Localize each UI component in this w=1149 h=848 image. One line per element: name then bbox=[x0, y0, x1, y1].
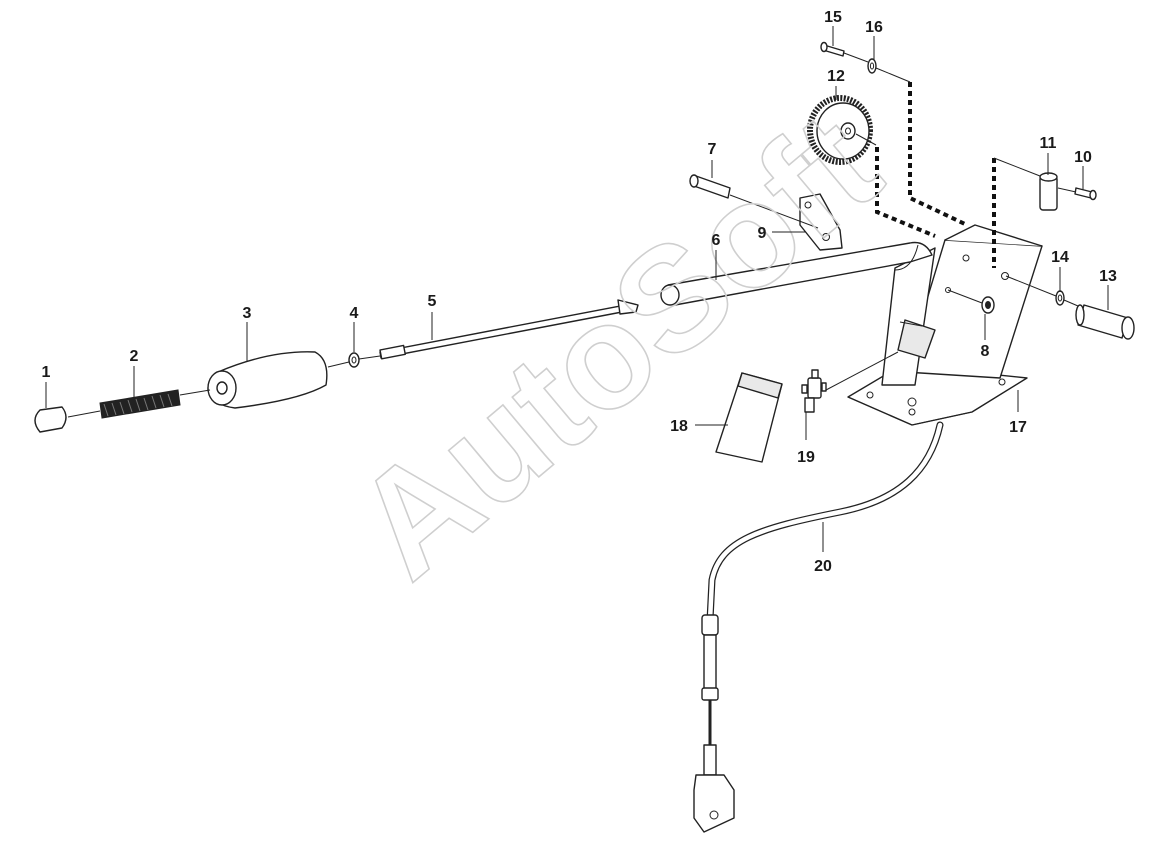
part-13-pin bbox=[1075, 304, 1135, 340]
callout-2: 2 bbox=[130, 348, 139, 365]
part-3-grip bbox=[207, 351, 328, 409]
callout-6: 6 bbox=[712, 232, 721, 249]
callout-8: 8 bbox=[981, 343, 990, 360]
part-10-bolt bbox=[1074, 187, 1097, 201]
callout-14: 14 bbox=[1051, 249, 1069, 266]
part-2-spring bbox=[99, 389, 181, 419]
callout-10: 10 bbox=[1074, 149, 1092, 166]
part-19-switch bbox=[801, 369, 827, 413]
callout-20: 20 bbox=[814, 558, 832, 575]
part-15-screw bbox=[820, 41, 845, 57]
callout-19: 19 bbox=[797, 449, 815, 466]
part-7-pin bbox=[689, 174, 731, 199]
part-14-washer bbox=[1055, 290, 1065, 306]
part-1-cap bbox=[34, 406, 67, 433]
callout-7: 7 bbox=[708, 141, 717, 158]
part-17-bracket bbox=[847, 224, 1043, 426]
callout-17: 17 bbox=[1009, 419, 1027, 436]
callout-5: 5 bbox=[428, 293, 437, 310]
callout-11: 11 bbox=[1040, 135, 1057, 152]
assembly-lines bbox=[67, 52, 1079, 418]
part-12-gear bbox=[807, 95, 873, 165]
callout-4: 4 bbox=[350, 305, 359, 322]
callout-15: 15 bbox=[824, 9, 842, 26]
part-16-washer bbox=[867, 58, 877, 74]
part-5-rod bbox=[379, 299, 639, 360]
callout-16: 16 bbox=[865, 19, 883, 36]
callout-3: 3 bbox=[243, 305, 252, 322]
callout-13: 13 bbox=[1099, 268, 1117, 285]
callout-1: 1 bbox=[42, 364, 51, 381]
part-20-cable bbox=[693, 421, 944, 833]
callout-18: 18 bbox=[670, 418, 688, 435]
part-4-washer bbox=[348, 352, 360, 368]
part-18-pad bbox=[715, 372, 783, 463]
part-9-plate bbox=[799, 193, 843, 251]
part-11-pin bbox=[1039, 172, 1058, 211]
callout-labels: 1 2 3 4 5 6 7 8 9 10 11 12 13 14 15 16 1… bbox=[42, 9, 1117, 575]
callout-leaders bbox=[45, 26, 1109, 552]
callout-12: 12 bbox=[827, 68, 845, 85]
part-8-washer bbox=[981, 296, 995, 314]
callout-9: 9 bbox=[758, 225, 767, 242]
part-6-tube bbox=[660, 241, 933, 306]
